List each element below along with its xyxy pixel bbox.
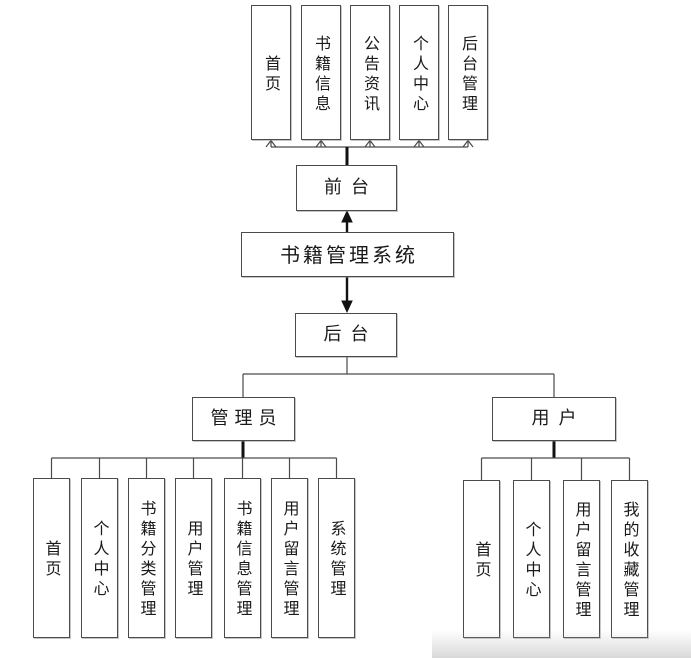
arrow-system-to-frontend — [341, 210, 353, 232]
node-label: 首页 — [472, 541, 492, 581]
arrowhead-up-icon — [364, 139, 376, 148]
connector-admin-children — [50, 441, 338, 478]
node-admin-book-category-mgmt: 书籍分类管理 — [128, 478, 165, 638]
node-user-personal-center: 个人中心 — [513, 480, 550, 638]
arrowhead-up-icon — [462, 139, 474, 148]
arrowhead-up-icon — [413, 139, 425, 148]
node-label: 公告资讯 — [361, 34, 380, 115]
node-frontend-admin-panel: 后台管理 — [448, 5, 488, 140]
node-label: 个人中心 — [522, 521, 542, 601]
connector-frontend-modules — [265, 139, 474, 166]
node-label: 后台管理 — [459, 34, 478, 115]
arrowhead-up-icon — [315, 139, 327, 148]
node-frontend-announcements: 公告资讯 — [350, 5, 390, 140]
arrowhead-down-icon — [341, 300, 353, 313]
node-user-favorites-mgmt: 我的收藏管理 — [611, 480, 648, 638]
node-label: 前台 — [324, 177, 378, 198]
node-backend: 后台 — [295, 313, 397, 357]
arrowhead-up-icon — [265, 139, 277, 148]
node-label: 用户管理 — [184, 520, 204, 600]
node-label: 个人中心 — [410, 34, 429, 115]
node-user-message-mgmt: 用户留言管理 — [563, 480, 600, 638]
arrowhead-up-icon — [341, 210, 353, 223]
arrow-system-to-backend — [341, 277, 353, 313]
node-frontend-book-info: 书籍信息 — [301, 5, 341, 140]
node-label: 书籍信息 — [312, 34, 331, 115]
node-admin: 管理员 — [192, 397, 295, 441]
system-title-label: 书籍管理系统 — [280, 242, 418, 267]
node-admin-user-mgmt: 用户管理 — [175, 478, 212, 638]
node-user: 用户 — [492, 397, 616, 441]
connector-backend-roles — [242, 357, 555, 397]
node-frontend: 前台 — [296, 165, 397, 211]
node-label: 系统管理 — [327, 520, 347, 600]
node-label: 个人中心 — [90, 520, 110, 600]
node-label: 首页 — [42, 540, 62, 580]
node-system-title: 书籍管理系统 — [241, 232, 454, 277]
node-label: 书籍信息管理 — [233, 500, 253, 620]
node-admin-book-info-mgmt: 书籍信息管理 — [224, 478, 261, 638]
node-label: 后台 — [323, 324, 378, 345]
node-frontend-personal-center: 个人中心 — [399, 5, 439, 140]
connector-user-children — [480, 441, 631, 480]
node-user-home: 首页 — [463, 480, 500, 638]
node-label: 书籍分类管理 — [137, 500, 157, 620]
node-label: 用户留言管理 — [572, 501, 592, 621]
node-frontend-home: 首页 — [251, 5, 291, 140]
node-admin-home: 首页 — [33, 478, 70, 638]
node-admin-personal-center: 个人中心 — [81, 478, 118, 638]
node-label: 用户 — [531, 408, 586, 429]
node-admin-user-message-mgmt: 用户留言管理 — [271, 478, 308, 638]
node-label: 我的收藏管理 — [620, 501, 640, 621]
node-label: 用户留言管理 — [280, 500, 300, 620]
node-admin-system-mgmt: 系统管理 — [318, 478, 355, 638]
node-label: 管理员 — [210, 408, 283, 429]
node-label: 首页 — [262, 54, 281, 95]
